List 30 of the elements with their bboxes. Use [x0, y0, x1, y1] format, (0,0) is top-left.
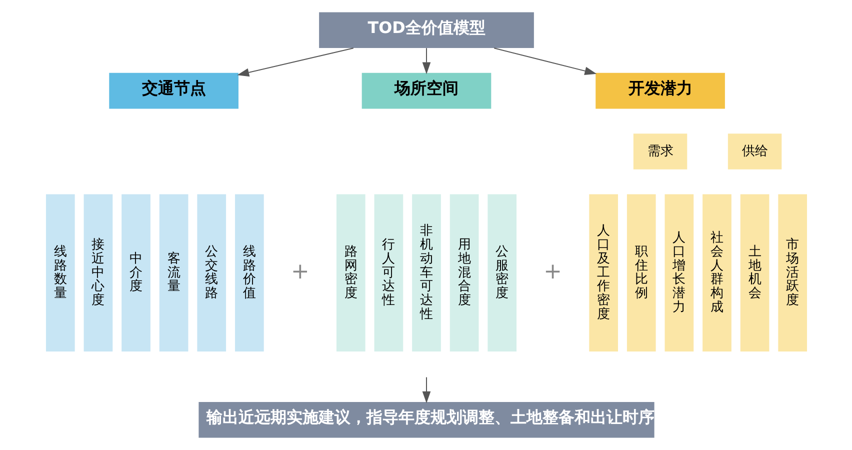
node-box: 职住比例 [626, 194, 656, 352]
node-box: 客流量 [158, 194, 188, 352]
node-box: 土地机会 [740, 194, 769, 352]
node-box: 需求 [632, 134, 687, 170]
node-box: 供给 [727, 134, 782, 170]
node-box: 中介度 [121, 194, 150, 352]
arrow [422, 48, 430, 74]
node-box: 用地混合度 [449, 194, 478, 352]
node-box: 公交线路 [196, 194, 226, 352]
node-box: 公服密度 [487, 194, 516, 352]
node-box: 交通节点 [108, 72, 238, 109]
arrow [493, 48, 596, 76]
arrow [236, 48, 354, 77]
node-box: 社会人群构成 [702, 194, 731, 352]
node-box: TOD全价值模型 [318, 12, 534, 48]
node-box: 输出近远期实施建议，指导年度规划调整、土地整备和出让时序 [198, 402, 654, 438]
node-box: 非机动车可达性 [412, 194, 440, 352]
node-box: 路网密度 [336, 194, 365, 352]
node-box: 接近中心度 [83, 194, 112, 352]
node-box: 线路数量 [45, 194, 74, 352]
node-box: 场所空间 [361, 72, 491, 109]
node-box: 开发潜力 [595, 72, 724, 109]
label: + [543, 259, 562, 284]
node-box: 人口及工作密度 [588, 194, 618, 352]
node-box: 人口增长潜力 [664, 194, 694, 352]
arrow [422, 376, 430, 404]
node-box: 线路价值 [234, 194, 264, 352]
node-box: 行人可达性 [374, 194, 403, 352]
label: + [290, 259, 309, 284]
node-box: 市场活跃度 [778, 194, 807, 352]
